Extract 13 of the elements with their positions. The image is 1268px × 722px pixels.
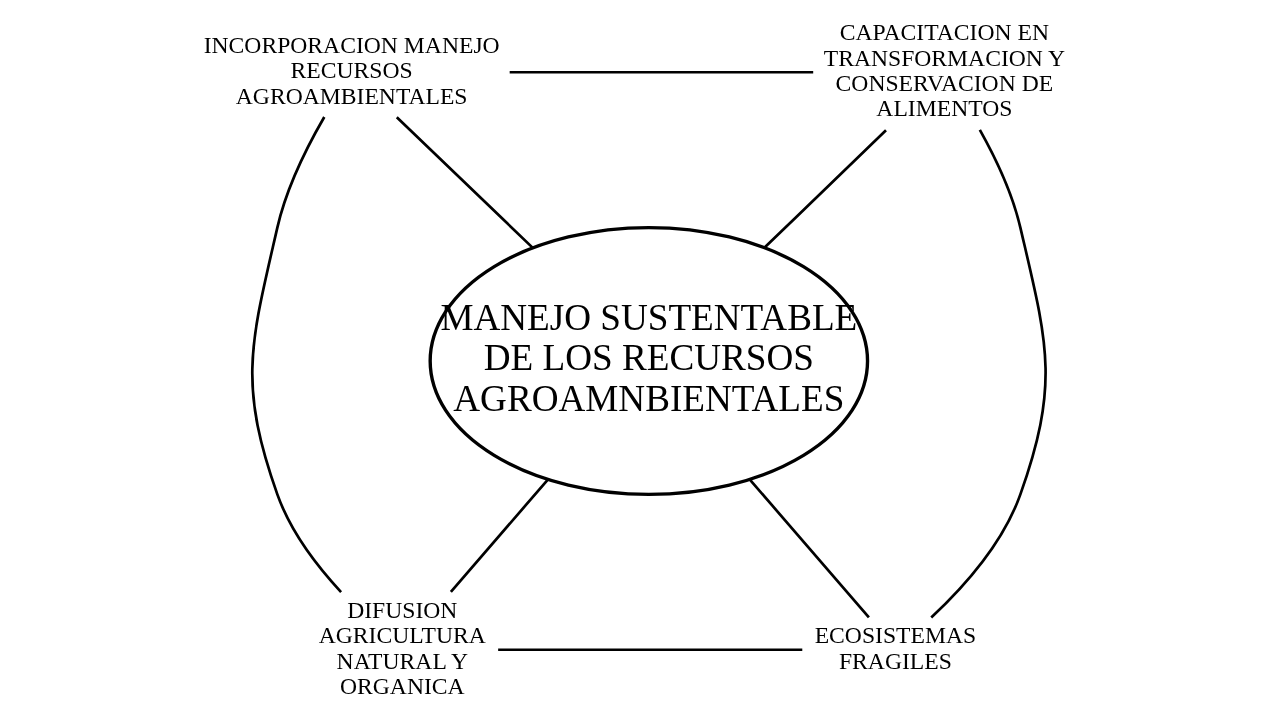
connector <box>929 129 1047 619</box>
connector <box>449 478 549 593</box>
connector <box>763 129 887 249</box>
connector <box>497 648 802 652</box>
node-text: INCORPORACION MANEJO RECURSOS AGROAMBIENTALES <box>203 32 500 109</box>
connector <box>509 70 813 74</box>
connector <box>250 116 342 593</box>
node-text: ECOSISTEMAS FRAGILES <box>814 622 976 674</box>
node-text: CAPACITACION EN TRANSFORMACION Y CONSERVACION DE ALIMENTOS <box>823 19 1065 122</box>
connector <box>748 478 870 619</box>
node-ellipse: MANEJO SUSTENTABLE DE LOS RECURSOS AGROAMNBIENTALES <box>428 225 869 497</box>
node-text: DIFUSION AGRICULTURA NATURAL Y ORGANICA <box>318 597 486 700</box>
connector <box>395 116 533 249</box>
